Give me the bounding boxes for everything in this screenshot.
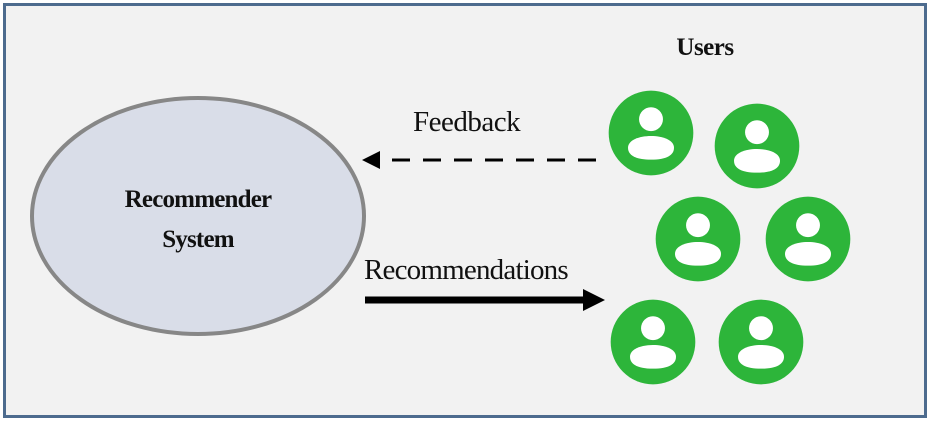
user-avatar-icon xyxy=(655,196,741,282)
recommender-system-label: Recommender System xyxy=(60,180,336,260)
recommender-system-node xyxy=(30,96,366,336)
users-group xyxy=(608,90,851,385)
recommendations-arrow xyxy=(365,289,605,311)
user-avatar-icon xyxy=(714,103,800,189)
users-label: Users xyxy=(676,34,734,61)
system-label-line1: Recommender xyxy=(124,186,273,213)
user-avatar-icon xyxy=(765,196,851,282)
feedback-label: Feedback xyxy=(413,106,521,138)
user-avatar-icon xyxy=(718,299,804,385)
user-avatar-icon xyxy=(608,90,694,176)
recommendations-label: Recommendations xyxy=(364,254,569,286)
feedback-arrow xyxy=(362,151,596,169)
system-label-line2: System xyxy=(162,226,234,253)
user-avatar-icon xyxy=(610,299,696,385)
